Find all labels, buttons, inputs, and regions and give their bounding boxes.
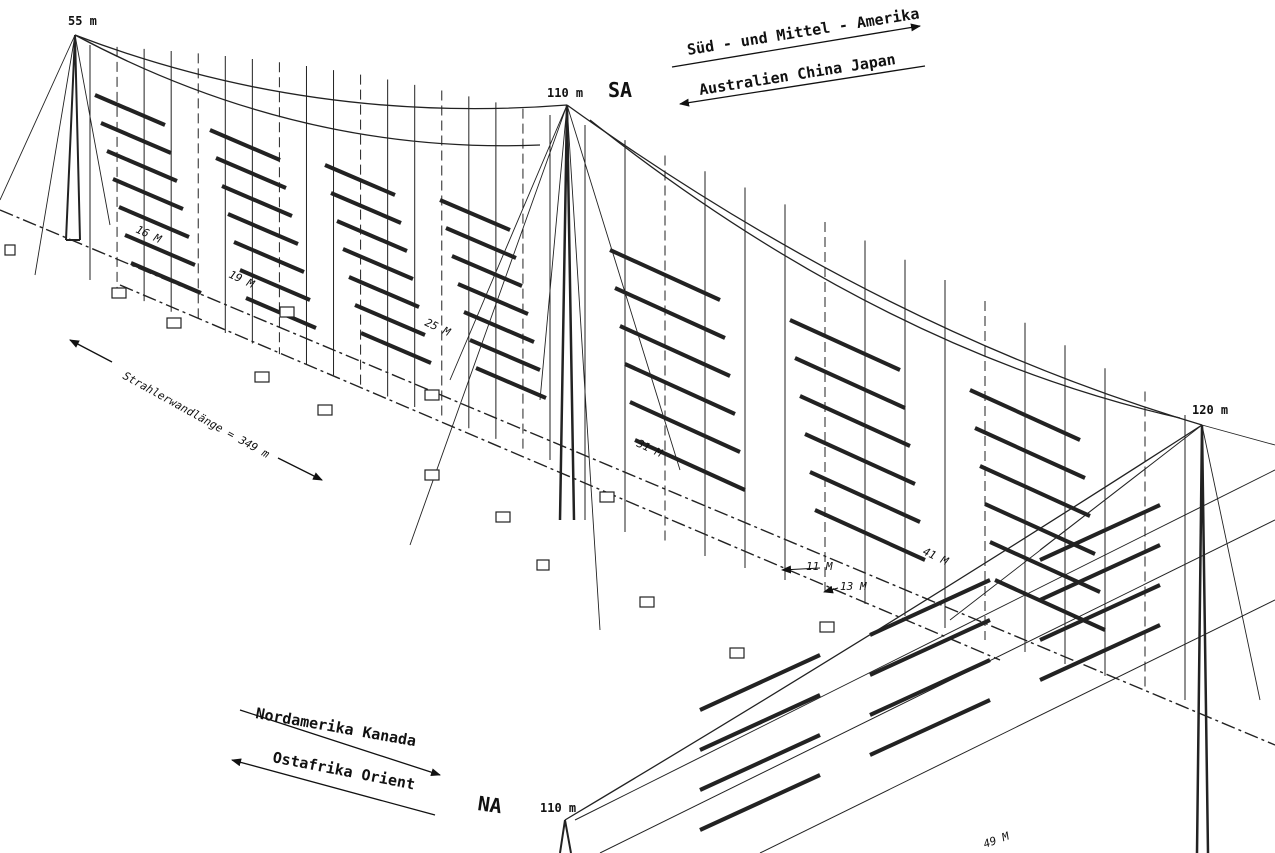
- dipole-element: [1039, 583, 1161, 642]
- dipole-element: [336, 219, 408, 253]
- dipole-element: [457, 282, 529, 316]
- feeder-lines: [0, 209, 1275, 746]
- dipole-element: [869, 698, 991, 757]
- dipole-element: [629, 400, 741, 454]
- dipole-element: [439, 198, 511, 232]
- tower-label-110m: 110 m: [547, 86, 583, 100]
- dimension-arrow-right: [277, 457, 323, 481]
- dipole-element: [609, 248, 721, 302]
- dipole-element: [227, 212, 299, 246]
- dipole-element: [221, 184, 293, 218]
- beam-label-na: NA: [476, 791, 503, 818]
- dipole-element: [699, 693, 821, 752]
- dipole-element: [445, 226, 517, 260]
- dipole-element: [1039, 503, 1161, 562]
- dipole-element: [354, 303, 426, 337]
- dipole-element: [869, 578, 991, 637]
- dipole-element: [233, 240, 305, 274]
- dipole-element: [451, 254, 523, 288]
- dimension-label: Strahlerwandlänge = 349 m: [121, 369, 272, 461]
- dipole-element: [348, 275, 420, 309]
- band-label-31m: 31 M: [634, 437, 665, 461]
- dipole-element: [634, 438, 746, 492]
- dipole-element: [614, 286, 726, 340]
- tower-label-110m-lower: 110 m: [540, 801, 576, 815]
- sa-direction-block: Süd - und Mittel - Amerika Australien Ch…: [671, 4, 926, 107]
- band-arrow-11m: [781, 565, 821, 574]
- dipole-element: [624, 362, 736, 416]
- beam-label-sa: SA: [608, 78, 632, 102]
- band-label-11m: 11 M: [806, 560, 833, 573]
- tower-masts: [65, 34, 1210, 853]
- dipole-element: [463, 310, 535, 344]
- dropper-wires: [89, 45, 1186, 700]
- na-forward-arrow: [239, 709, 441, 777]
- dipole-element: [118, 205, 190, 239]
- dipole-element: [215, 156, 287, 190]
- dipole-element: [342, 247, 414, 281]
- dipole-element: [475, 366, 547, 400]
- dipole-element: [94, 93, 166, 127]
- dipole-element: [1039, 543, 1161, 602]
- dipole-element: [984, 502, 1096, 556]
- dipole-element: [130, 261, 202, 295]
- dipole-element: [106, 149, 178, 183]
- dipole-element: [969, 388, 1081, 442]
- sa-forward-arrow: [671, 23, 921, 68]
- na-back-arrow: [231, 758, 436, 816]
- dipole-element: [239, 268, 311, 302]
- catenary-wires: [74, 34, 1203, 821]
- dipole-element: [974, 426, 1086, 480]
- dipole-element: [869, 618, 991, 677]
- dipole-element: [794, 356, 906, 410]
- dipole-element: [699, 773, 821, 832]
- sa-back-arrow: [679, 65, 926, 107]
- dipole-element: [699, 653, 821, 712]
- dipole-element: [799, 394, 911, 448]
- dipole-element: [814, 508, 926, 562]
- band-label-49m: 49 M: [982, 829, 1012, 850]
- dipole-element: [789, 318, 901, 372]
- dipole-element: [124, 233, 196, 267]
- dipole-elements: [94, 93, 1161, 832]
- dipole-element: [112, 177, 184, 211]
- dipole-element: [100, 121, 172, 155]
- dipole-element: [994, 578, 1106, 632]
- dipole-element: [979, 464, 1091, 518]
- dipole-element: [324, 163, 396, 197]
- tower-label-55m: 55 m: [68, 14, 97, 28]
- band-arrow-13m: [823, 585, 839, 594]
- dipole-element: [809, 470, 921, 524]
- dipole-element: [469, 338, 541, 372]
- na-back-label: Ostafrika Orient: [271, 748, 416, 793]
- dimension-arrow-left: [69, 339, 113, 363]
- tower-label-120m: 120 m: [1192, 403, 1228, 417]
- dipole-element: [699, 733, 821, 792]
- band-label-25m: 25 M: [423, 316, 453, 339]
- na-direction-block: Nordamerika Kanada Ostafrika Orient: [231, 704, 441, 816]
- guy-wires: [0, 34, 1275, 701]
- lower-array: [574, 469, 1275, 853]
- array-length-dimension: Strahlerwandlänge = 349 m: [69, 339, 323, 481]
- dipole-element: [989, 540, 1101, 594]
- na-forward-label: Nordamerika Kanada: [254, 704, 417, 750]
- dipole-element: [360, 331, 432, 365]
- dipole-element: [1039, 623, 1161, 682]
- dipole-element: [209, 128, 281, 162]
- dipole-element: [330, 191, 402, 225]
- dipole-element: [804, 432, 916, 486]
- dipole-element: [619, 324, 731, 378]
- band-label-41m: 41 M: [921, 545, 951, 568]
- band-label-13m: 13 M: [840, 580, 867, 593]
- switch-boxes: [4, 244, 835, 659]
- dipole-element: [869, 658, 991, 717]
